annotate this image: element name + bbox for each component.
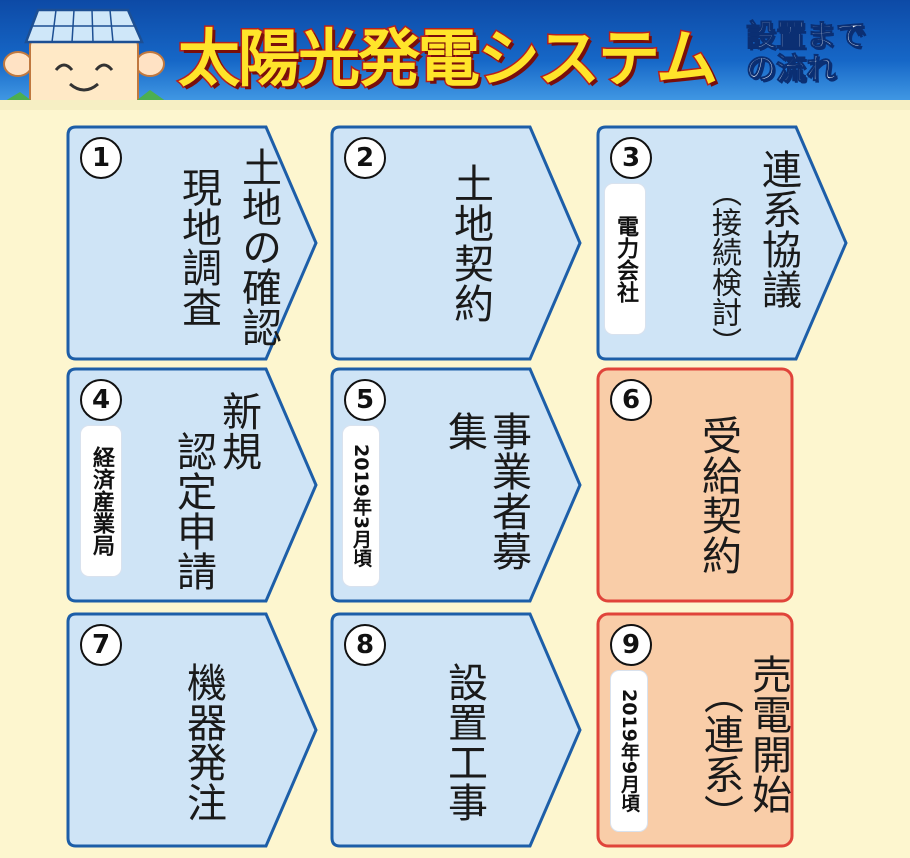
step-title: 土地の確認 (235, 147, 281, 347)
step-note-badge: 2019年9月頃 (610, 670, 648, 832)
page-subtitle: 設置まで の流れ (746, 19, 867, 87)
step-title: 連系協議 (755, 149, 801, 309)
step-5: 5 事業者募集 2019年3月頃 (330, 367, 584, 603)
step-9: 9 売電開始（連系） 2019年9月頃 (596, 612, 850, 848)
step-note-badge: 2019年3月頃 (342, 425, 380, 587)
step-2: 2 土地契約 (330, 125, 584, 361)
step-title: 土地契約 (447, 163, 493, 323)
step-number: 7 (80, 624, 122, 666)
step-box-shape (596, 367, 794, 603)
step-shape-6 (596, 367, 794, 603)
step-shape-3 (596, 125, 848, 361)
step-6: 6 受給契約 (596, 367, 850, 603)
step-shape-7 (66, 612, 318, 848)
step-3: 3 連系協議 （接続検討） 電力会社 (596, 125, 850, 361)
header-banner: 太陽光発電システム 設置まで の流れ (0, 0, 910, 110)
step-title: 機器発注 (180, 662, 226, 822)
step-number: 3 (610, 137, 652, 179)
step-arrow-shape (66, 367, 318, 603)
step-shape-2 (330, 125, 582, 361)
step-title: 受給契約 (695, 415, 741, 575)
step-number: 4 (80, 379, 122, 421)
step-number: 9 (610, 624, 652, 666)
step-title: 新規 (215, 391, 261, 471)
step-arrow-shape (596, 125, 848, 361)
step-number: 5 (344, 379, 386, 421)
step-number: 2 (344, 137, 386, 179)
step-note-badge: 電力会社 (604, 183, 646, 335)
step-subtitle: 現地調査 (175, 167, 221, 327)
subtitle-line-1: 設置まで (746, 19, 867, 54)
step-8: 8 設置工事 (330, 612, 584, 848)
step-shape-5 (330, 367, 582, 603)
step-shape-1 (66, 125, 318, 361)
step-title: 事業者募集 (441, 411, 531, 571)
header-divider (0, 100, 910, 110)
step-shape-4 (66, 367, 318, 603)
subtitle-line-2: の流れ (746, 52, 837, 87)
step-subtitle: （接続検討） (706, 177, 741, 357)
step-subtitle: 認定申請 (170, 431, 216, 591)
page-title: 太陽光発電システム (176, 21, 719, 97)
step-note-badge: 経済産業局 (80, 425, 122, 577)
step-arrow-shape (66, 612, 318, 848)
step-title: 売電開始 (745, 654, 791, 814)
step-number: 1 (80, 137, 122, 179)
step-number: 6 (610, 379, 652, 421)
step-number: 8 (344, 624, 386, 666)
step-1: 1 土地の確認現地調査 (66, 125, 320, 361)
step-subtitle: （連系） (697, 674, 743, 834)
step-arrow-shape (330, 367, 582, 603)
step-arrow-shape (330, 612, 582, 848)
step-arrow-shape (330, 125, 582, 361)
step-4: 4 新規認定申請 経済産業局 (66, 367, 320, 603)
step-title: 設置工事 (441, 662, 487, 822)
step-shape-8 (330, 612, 582, 848)
step-arrow-shape (66, 125, 318, 361)
step-7: 7 機器発注 (66, 612, 320, 848)
